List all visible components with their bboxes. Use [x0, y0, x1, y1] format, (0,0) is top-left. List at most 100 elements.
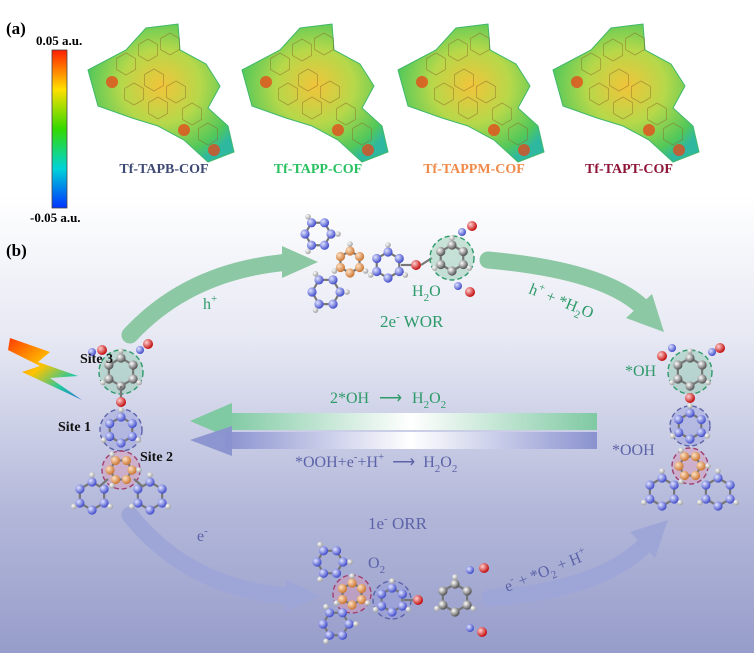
atom-c	[447, 266, 457, 276]
orr-left-arrow-label: e-	[197, 525, 208, 545]
atom-n	[99, 484, 109, 494]
atom-n	[157, 484, 167, 494]
atom-h	[678, 447, 684, 454]
esp-hotspot	[178, 124, 190, 136]
atom-b	[356, 583, 367, 594]
atom-c	[685, 353, 695, 363]
esp-ring	[278, 82, 298, 106]
esp-map-label: Tf-TAPPM-COF	[423, 162, 525, 177]
atom-h	[335, 231, 341, 237]
atom-o	[477, 627, 487, 637]
wor-left-arrow	[121, 253, 299, 344]
atom-h	[347, 559, 353, 565]
atom-n	[87, 477, 97, 487]
atom-b	[110, 455, 121, 466]
esp-map-label: Tf-TAPT-COF	[585, 162, 673, 177]
atom-n	[324, 630, 335, 640]
esp-surface	[241, 23, 389, 163]
atom-b	[121, 455, 132, 466]
atom-c	[697, 374, 707, 384]
atom-n	[383, 273, 393, 283]
atom-h	[100, 437, 107, 443]
esp-ring	[476, 80, 496, 104]
atom-h	[317, 576, 323, 583]
esp-ring	[138, 38, 158, 62]
atom-c	[450, 607, 460, 617]
esp-ring	[589, 82, 609, 106]
atom-h	[705, 379, 711, 386]
atom-n	[725, 480, 735, 490]
colorbar	[51, 49, 68, 209]
atom-o	[97, 345, 107, 355]
atom-h	[372, 606, 379, 613]
atom-h	[705, 463, 711, 469]
atom-h	[641, 499, 647, 506]
esp-ring	[603, 38, 623, 62]
atom-n	[328, 299, 338, 309]
atom-c	[104, 360, 114, 370]
atom-c	[673, 374, 683, 384]
atom-o	[479, 563, 489, 573]
atom-c	[436, 246, 446, 257]
atom-b	[679, 451, 690, 462]
light-bolt-icon	[8, 338, 82, 400]
atom-n	[116, 438, 126, 448]
esp-map-3	[397, 23, 545, 163]
esp-ring	[148, 96, 168, 120]
atom-h	[452, 574, 458, 580]
esp-ring	[336, 102, 356, 126]
atom-n	[105, 431, 115, 442]
atom-h	[305, 248, 311, 255]
atom-h	[129, 503, 135, 510]
atom-c	[104, 374, 114, 384]
atom-c	[685, 381, 695, 391]
esp-ring	[292, 38, 312, 62]
esp-ring	[508, 122, 528, 146]
atom-b	[127, 465, 137, 475]
atom-h	[353, 621, 359, 627]
esp-ring	[182, 102, 202, 126]
atom-h	[333, 600, 340, 606]
atom-h	[449, 235, 455, 241]
atom-h	[136, 379, 142, 386]
atom-b	[121, 474, 132, 485]
atom-n	[326, 229, 336, 239]
atom-b	[347, 578, 357, 588]
atom-h	[470, 605, 476, 612]
atom-n	[372, 266, 382, 277]
atom-n	[312, 557, 322, 567]
atom-n	[645, 494, 655, 504]
atom-o	[715, 343, 725, 353]
atom-b	[337, 583, 348, 594]
atom-c	[450, 579, 460, 589]
atom-n	[314, 275, 324, 285]
bond	[133, 478, 143, 487]
esp-ring	[160, 32, 180, 56]
atom-n	[88, 348, 96, 356]
atom-h	[402, 272, 409, 278]
atom-c	[462, 600, 472, 610]
colorbar-min-label: -0.05 a.u.	[30, 210, 81, 225]
esp-hotspot	[106, 76, 118, 88]
site-2-label: Site 2	[140, 450, 173, 465]
atom-n	[701, 494, 711, 504]
panel-b-label: (b)	[6, 241, 27, 260]
esp-hotspot	[571, 76, 583, 88]
esp-surface	[87, 23, 235, 163]
atom-n	[377, 601, 387, 611]
orr-left-arrow	[121, 506, 301, 605]
atom-c	[128, 360, 138, 370]
esp-ring	[581, 52, 601, 76]
esp-ring	[314, 32, 334, 56]
esp-surface	[397, 23, 545, 163]
esp-hotspot	[416, 76, 428, 88]
atom-n	[145, 477, 155, 487]
atom-n	[668, 344, 676, 352]
atom-o	[467, 221, 477, 231]
atom-n	[314, 299, 324, 309]
atom-h	[669, 379, 675, 386]
atom-o	[685, 393, 695, 403]
atom-n	[657, 501, 667, 511]
orr-right-arrowhead	[630, 520, 668, 558]
